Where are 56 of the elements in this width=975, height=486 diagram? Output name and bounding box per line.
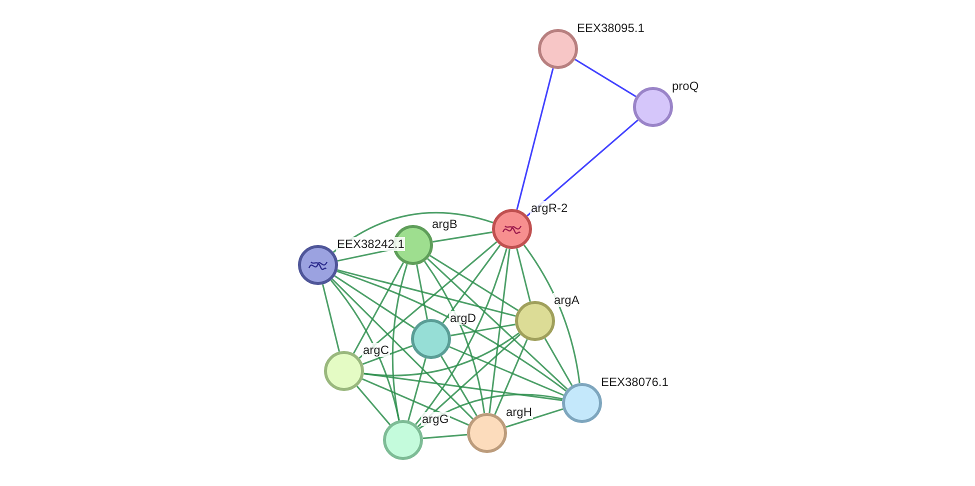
protein-node: [467, 413, 507, 453]
protein-name: argA: [553, 293, 580, 307]
interaction-line: [440, 356, 478, 416]
interaction-line: [516, 248, 531, 302]
interaction-line: [488, 248, 510, 414]
interaction-line: [337, 269, 516, 317]
interaction-line: [442, 244, 501, 324]
interaction-line: [494, 339, 528, 415]
interaction-line: [364, 372, 562, 402]
interaction-line: [430, 254, 518, 312]
interaction-line: [336, 270, 567, 392]
interaction-line: [432, 231, 492, 243]
interaction-line: [526, 119, 638, 217]
interaction-line: [422, 434, 468, 440]
protein-name: EEX38076.1: [600, 375, 670, 389]
protein-node: [538, 29, 578, 69]
interaction-line: [362, 345, 412, 365]
interaction-line: [449, 346, 564, 396]
protein-name: argD: [449, 311, 478, 325]
interaction-line: [427, 258, 568, 390]
interaction-line: [415, 248, 508, 425]
interaction-line: [352, 262, 404, 354]
protein-node: [515, 301, 555, 341]
interaction-line: [417, 334, 521, 428]
interaction-line: [356, 386, 391, 426]
protein-name: EEX38242.1: [336, 237, 406, 251]
interaction-line: [362, 378, 469, 426]
protein-name: argC: [362, 343, 390, 357]
interaction-line: [506, 408, 564, 428]
interaction-line: [392, 264, 408, 421]
interaction-line: [334, 275, 415, 329]
interaction-line: [330, 280, 400, 421]
protein-name: EEX38095.1: [576, 21, 646, 35]
interaction-line: [358, 241, 498, 359]
interaction-line: [332, 278, 474, 420]
protein-name: argH: [505, 405, 534, 419]
protein-node: [562, 383, 602, 423]
interaction-line: [516, 68, 554, 210]
protein-node: [633, 87, 673, 127]
interaction-line: [322, 284, 340, 352]
interaction-line: [544, 338, 573, 386]
interaction-line: [574, 58, 636, 98]
interaction-line: [424, 260, 486, 414]
protein-node: [383, 420, 423, 460]
protein-name: argG: [421, 412, 450, 426]
interaction-line: [416, 264, 428, 320]
interaction-line: [450, 324, 516, 336]
interaction-line: [523, 244, 580, 384]
protein-node: [411, 319, 451, 359]
protein-node: [492, 209, 532, 249]
protein-node: [324, 351, 364, 391]
interaction-line: [408, 358, 426, 421]
protein-name: argR-2: [530, 201, 569, 215]
protein-name: proQ: [671, 79, 700, 93]
protein-name: argB: [431, 217, 458, 231]
protein-node: [298, 245, 338, 285]
